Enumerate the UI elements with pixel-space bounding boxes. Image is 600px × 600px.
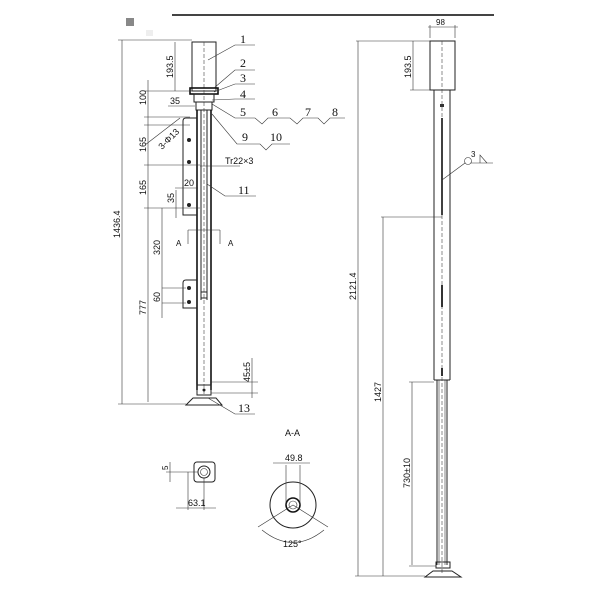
part-label-8: 8 (332, 105, 338, 119)
right-view: 98 193.5 3 2121.4 1427 (348, 18, 493, 578)
marker-dark (126, 18, 134, 26)
dim-45: 45±5 (242, 362, 252, 382)
section-title: A-A (285, 428, 300, 438)
bottom-view: 5 63.1 (161, 461, 216, 510)
part-label-6: 6 (272, 105, 278, 119)
section-mark-a-left: A (176, 239, 182, 248)
marker-light (146, 30, 153, 36)
part-label-1: 1 (240, 32, 246, 46)
dim-60: 60 (152, 292, 162, 302)
dim-63-1: 63.1 (188, 498, 206, 508)
part-label-5: 5 (240, 105, 246, 119)
dim-100: 100 (138, 90, 148, 105)
dim-1427: 1427 (373, 382, 383, 402)
dim-49-8: 49.8 (285, 453, 303, 463)
section-a-a: A-A 49.8 125° (257, 428, 329, 549)
dim-angle: 125° (283, 539, 302, 549)
dim-holes: 3-Φ13 (156, 127, 181, 152)
part-label-13: 13 (238, 401, 250, 415)
section-mark-a-right: A (228, 239, 234, 248)
dim-right-total: 2121.4 (348, 272, 358, 300)
part-label-11: 11 (238, 183, 250, 197)
part-label-9: 9 (242, 130, 248, 144)
dim-320: 320 (152, 240, 162, 255)
part-label-4: 4 (240, 87, 246, 101)
dim-777: 777 (138, 300, 148, 315)
dim-total-height: 1436.4 (112, 210, 122, 238)
part-label-3: 3 (240, 71, 246, 85)
dim-98: 98 (436, 18, 445, 27)
part-label-2: 2 (240, 56, 246, 70)
dim-thread: Tr22×3 (225, 156, 253, 166)
part-label-7: 7 (305, 105, 311, 119)
left-view: A A 1436.4 193.5 100 35 165 165 3-Φ13 Tr… (112, 32, 345, 415)
dim-730: 730±10 (402, 458, 412, 488)
dim-165-a: 165 (138, 137, 148, 152)
dim-right-top-housing: 193.5 (403, 55, 413, 78)
dim-165-b: 165 (138, 180, 148, 195)
dim-35-top: 35 (170, 96, 180, 106)
dim-top-housing: 193.5 (165, 55, 175, 78)
dim-20: 20 (184, 178, 194, 188)
dim-5: 5 (161, 465, 170, 470)
part-label-10: 10 (270, 130, 282, 144)
weld-symbol: 3 (471, 150, 476, 159)
dim-35-side: 35 (166, 193, 176, 203)
